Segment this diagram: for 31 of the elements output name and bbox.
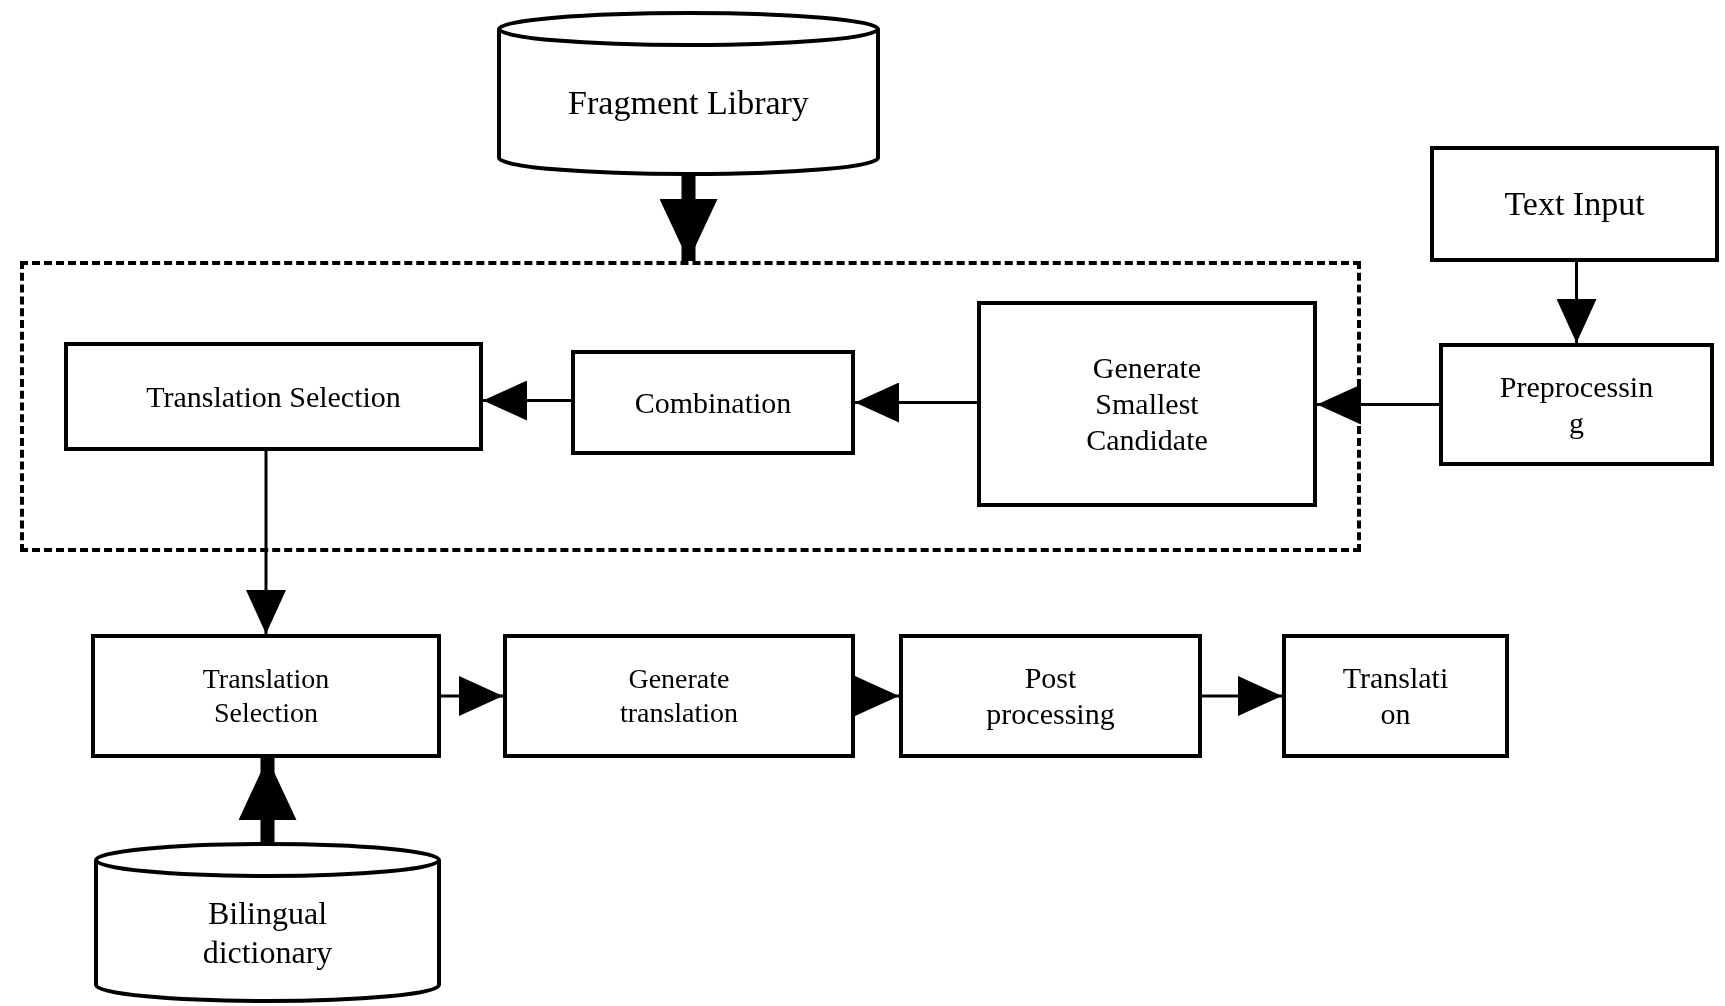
arrow <box>483 380 571 421</box>
arrow <box>441 676 503 716</box>
node-label: Translati on <box>1342 660 1449 732</box>
arrow <box>1317 384 1439 425</box>
arrow <box>1202 676 1282 716</box>
node-label: Generate Smallest Candidate <box>1086 350 1208 458</box>
node-label: Post processing <box>986 660 1115 732</box>
arrow <box>855 382 977 423</box>
process-box <box>1430 146 1719 262</box>
node-label: Text Input <box>1504 183 1645 224</box>
node-label: Fragment Library <box>568 83 809 124</box>
arrow <box>855 676 899 716</box>
process-box <box>1282 634 1509 758</box>
dashed-group-box <box>20 261 1361 552</box>
process-box <box>571 350 855 455</box>
process-box <box>977 301 1317 507</box>
arrow <box>659 176 718 261</box>
node-label: Bilingual dictionary <box>202 894 333 971</box>
node-label: Preprocessin g <box>1499 368 1654 441</box>
node-label: Translation Selection <box>146 378 401 415</box>
process-box <box>503 634 855 758</box>
arrow <box>238 758 297 842</box>
arrow <box>246 451 286 634</box>
node-label: Combination <box>634 384 792 421</box>
process-box <box>64 342 483 451</box>
arrow <box>1556 262 1597 343</box>
node-label: Translation Selection <box>202 662 330 730</box>
node-label: Generate translation <box>619 662 739 730</box>
process-box <box>91 634 441 758</box>
process-box <box>899 634 1202 758</box>
process-box <box>1439 343 1714 466</box>
